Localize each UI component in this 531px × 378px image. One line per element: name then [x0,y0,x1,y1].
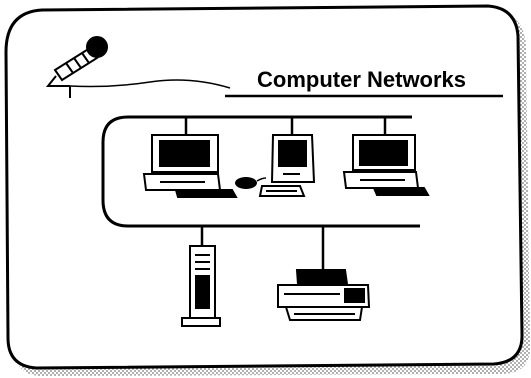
page-title: Computer Networks [257,67,466,92]
printer-icon [277,269,371,321]
network-bus [101,115,420,228]
desktop-computer-icon [142,134,238,198]
mouse-icon [235,177,267,189]
desktop-computer-icon [342,134,430,196]
server-tower-icon [181,245,221,327]
microphone-icon [45,36,231,98]
network-drop-lines [184,117,387,270]
macintosh-computer-icon [258,134,316,197]
